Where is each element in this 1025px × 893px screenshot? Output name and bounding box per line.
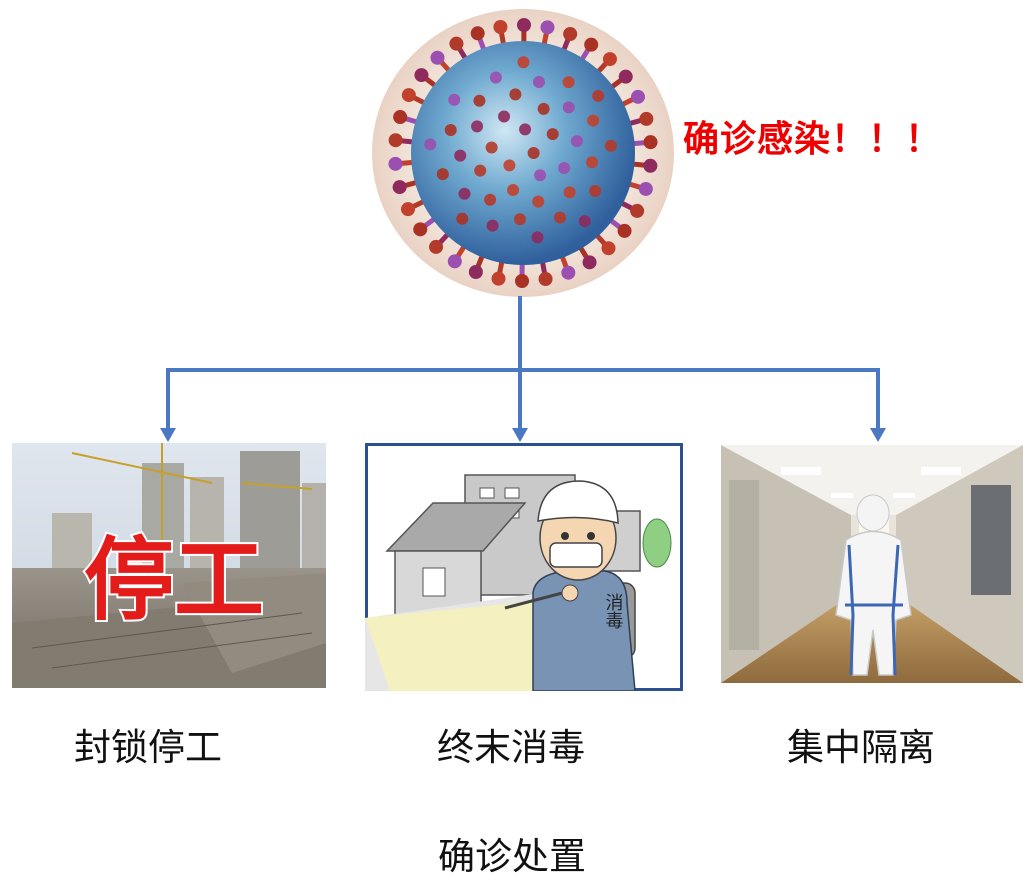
construction-site-photo: 停工 (12, 443, 326, 688)
stop-work-overlay-text: 停工 (84, 528, 264, 633)
disinfection-cartoon: 消毒 (365, 443, 683, 691)
virus-illustration (372, 9, 674, 297)
tank-label: 消毒 (603, 593, 624, 629)
isolation-corridor-photo (721, 445, 1023, 683)
caption-terminal-disinfection: 终末消毒 (437, 726, 585, 769)
diagram-title: 确诊处置 (438, 835, 586, 878)
caption-lockdown-stop-work: 封锁停工 (74, 726, 222, 769)
arrowhead-left (160, 428, 176, 442)
arrowhead-right (870, 428, 886, 442)
arrowhead-middle (512, 428, 528, 442)
caption-centralized-isolation: 集中隔离 (787, 726, 935, 769)
alert-text: 确诊感染！！！ (683, 119, 943, 160)
